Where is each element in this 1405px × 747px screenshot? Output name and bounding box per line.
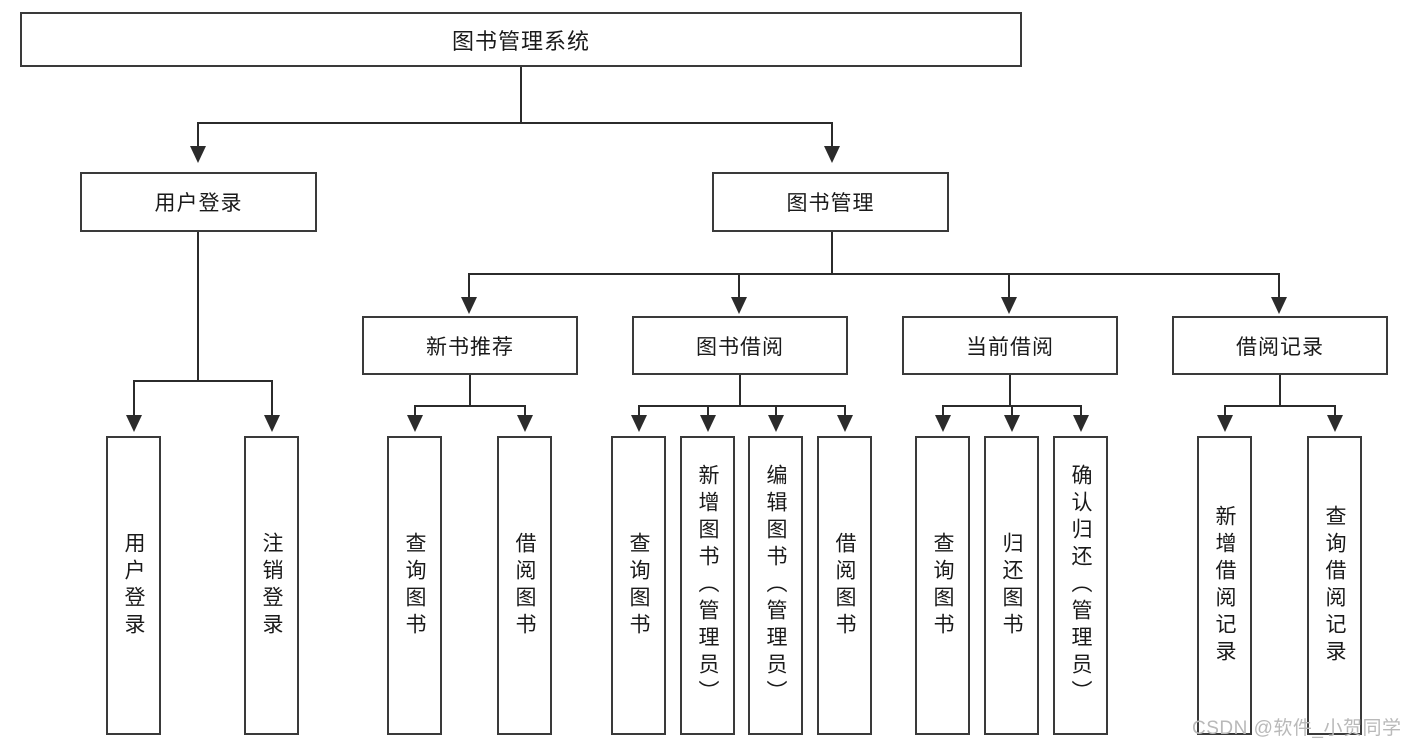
arrow-root-to-book-manage bbox=[824, 146, 840, 163]
edge-root-to-user-login bbox=[197, 122, 199, 148]
arrow-to-book-borrow bbox=[731, 297, 747, 314]
node-label: 用户登录 bbox=[154, 192, 243, 215]
leaf-user-login[interactable]: 用户登录 bbox=[106, 436, 161, 735]
edge-book-borrow-bus bbox=[638, 405, 846, 407]
leaf-label: 归还图书 bbox=[1000, 531, 1023, 640]
edge-borrow-record-stem bbox=[1279, 375, 1281, 406]
arrow-book-borrow-child-4 bbox=[837, 415, 853, 432]
node-book-borrow[interactable]: 图书借阅 bbox=[632, 316, 848, 375]
arrow-borrow-record-child-2 bbox=[1327, 415, 1343, 432]
arrow-current-borrow-child-2 bbox=[1004, 415, 1020, 432]
leaf-logout[interactable]: 注销登录 bbox=[244, 436, 299, 735]
edge-current-borrow-child-2 bbox=[1011, 405, 1013, 417]
edge-level1-bus bbox=[197, 122, 833, 124]
edge-borrow-record-child-2 bbox=[1334, 405, 1336, 417]
leaf-label: 新增借阅记录 bbox=[1213, 504, 1236, 667]
arrow-new-book-child-1 bbox=[407, 415, 423, 432]
edge-new-book-stem bbox=[469, 375, 471, 406]
arrow-book-borrow-child-2 bbox=[700, 415, 716, 432]
edge-user-login-bus bbox=[133, 380, 273, 382]
edge-borrow-record-bus bbox=[1224, 405, 1336, 407]
arrow-to-borrow-record bbox=[1271, 297, 1287, 314]
edge-root-stem bbox=[520, 67, 522, 123]
edge-root-to-book-manage bbox=[831, 122, 833, 148]
arrow-to-leaf-logout bbox=[264, 415, 280, 432]
edge-to-current-borrow bbox=[1008, 273, 1010, 299]
leaf-query-book-recommend[interactable]: 查询图书 bbox=[387, 436, 442, 735]
leaf-add-book-admin[interactable]: 新增图书（管理员） bbox=[680, 436, 735, 735]
edge-book-borrow-child-4 bbox=[844, 405, 846, 417]
edge-new-book-bus bbox=[414, 405, 526, 407]
node-label: 当前借阅 bbox=[966, 335, 1054, 359]
edge-book-borrow-child-3 bbox=[775, 405, 777, 417]
arrow-new-book-child-2 bbox=[517, 415, 533, 432]
leaf-label: 新增图书（管理员） bbox=[696, 464, 719, 707]
edge-to-book-borrow bbox=[738, 273, 740, 299]
arrow-to-current-borrow bbox=[1001, 297, 1017, 314]
edge-book-borrow-stem bbox=[739, 375, 741, 406]
arrow-to-new-book-recommend bbox=[461, 297, 477, 314]
node-user-login[interactable]: 用户登录 bbox=[80, 172, 317, 232]
edge-level2-bus bbox=[468, 273, 1280, 275]
edge-book-borrow-child-1 bbox=[638, 405, 640, 417]
arrow-current-borrow-child-1 bbox=[935, 415, 951, 432]
arrow-current-borrow-child-3 bbox=[1073, 415, 1089, 432]
leaf-label: 编辑图书（管理员） bbox=[764, 464, 787, 707]
edge-to-leaf-logout bbox=[271, 380, 273, 417]
edge-current-borrow-child-3 bbox=[1080, 405, 1082, 417]
node-current-borrow[interactable]: 当前借阅 bbox=[902, 316, 1118, 375]
leaf-query-book-current[interactable]: 查询图书 bbox=[915, 436, 970, 735]
edge-to-new-book-recommend bbox=[468, 273, 470, 299]
node-new-book-recommend[interactable]: 新书推荐 bbox=[362, 316, 578, 375]
node-label: 图书管理系统 bbox=[451, 28, 590, 54]
edge-current-borrow-stem bbox=[1009, 375, 1011, 406]
edge-to-borrow-record bbox=[1278, 273, 1280, 299]
edge-borrow-record-child-1 bbox=[1224, 405, 1226, 417]
node-label: 借阅记录 bbox=[1236, 335, 1324, 359]
arrow-to-leaf-user-login bbox=[126, 415, 142, 432]
leaf-label: 查询图书 bbox=[403, 531, 426, 640]
arrow-book-borrow-child-3 bbox=[768, 415, 784, 432]
node-label: 图书借阅 bbox=[696, 335, 784, 359]
leaf-label: 用户登录 bbox=[122, 531, 145, 640]
leaf-edit-book-admin[interactable]: 编辑图书（管理员） bbox=[748, 436, 803, 735]
edge-new-book-child-1 bbox=[414, 405, 416, 417]
node-label: 新书推荐 bbox=[426, 335, 514, 359]
leaf-add-borrow-record[interactable]: 新增借阅记录 bbox=[1197, 436, 1252, 735]
leaf-label: 查询图书 bbox=[627, 531, 650, 640]
leaf-confirm-return-admin[interactable]: 确认归还（管理员） bbox=[1053, 436, 1108, 735]
edge-user-login-stem bbox=[197, 232, 199, 381]
edge-new-book-child-2 bbox=[524, 405, 526, 417]
leaf-query-book-borrow[interactable]: 查询图书 bbox=[611, 436, 666, 735]
leaf-label: 借阅图书 bbox=[833, 531, 856, 640]
arrow-root-to-user-login bbox=[190, 146, 206, 163]
node-borrow-record[interactable]: 借阅记录 bbox=[1172, 316, 1388, 375]
edge-book-manage-stem bbox=[831, 232, 833, 274]
edge-current-borrow-child-1 bbox=[942, 405, 944, 417]
leaf-label: 借阅图书 bbox=[513, 531, 536, 640]
node-book-management[interactable]: 图书管理 bbox=[712, 172, 949, 232]
node-label: 图书管理 bbox=[786, 192, 875, 215]
leaf-query-borrow-record[interactable]: 查询借阅记录 bbox=[1307, 436, 1362, 735]
arrow-borrow-record-child-1 bbox=[1217, 415, 1233, 432]
leaf-borrow-book-recommend[interactable]: 借阅图书 bbox=[497, 436, 552, 735]
edge-to-leaf-user-login bbox=[133, 380, 135, 417]
arrow-book-borrow-child-1 bbox=[631, 415, 647, 432]
watermark-csdn: CSDN @软件_小贺同学 bbox=[1192, 718, 1402, 739]
leaf-label: 查询图书 bbox=[931, 531, 954, 640]
leaf-borrow-book[interactable]: 借阅图书 bbox=[817, 436, 872, 735]
leaf-label: 查询借阅记录 bbox=[1323, 504, 1346, 667]
leaf-label: 确认归还（管理员） bbox=[1069, 464, 1092, 707]
edge-book-borrow-child-2 bbox=[707, 405, 709, 417]
leaf-return-book[interactable]: 归还图书 bbox=[984, 436, 1039, 735]
node-root-library-system[interactable]: 图书管理系统 bbox=[20, 12, 1022, 67]
leaf-label: 注销登录 bbox=[260, 531, 283, 640]
